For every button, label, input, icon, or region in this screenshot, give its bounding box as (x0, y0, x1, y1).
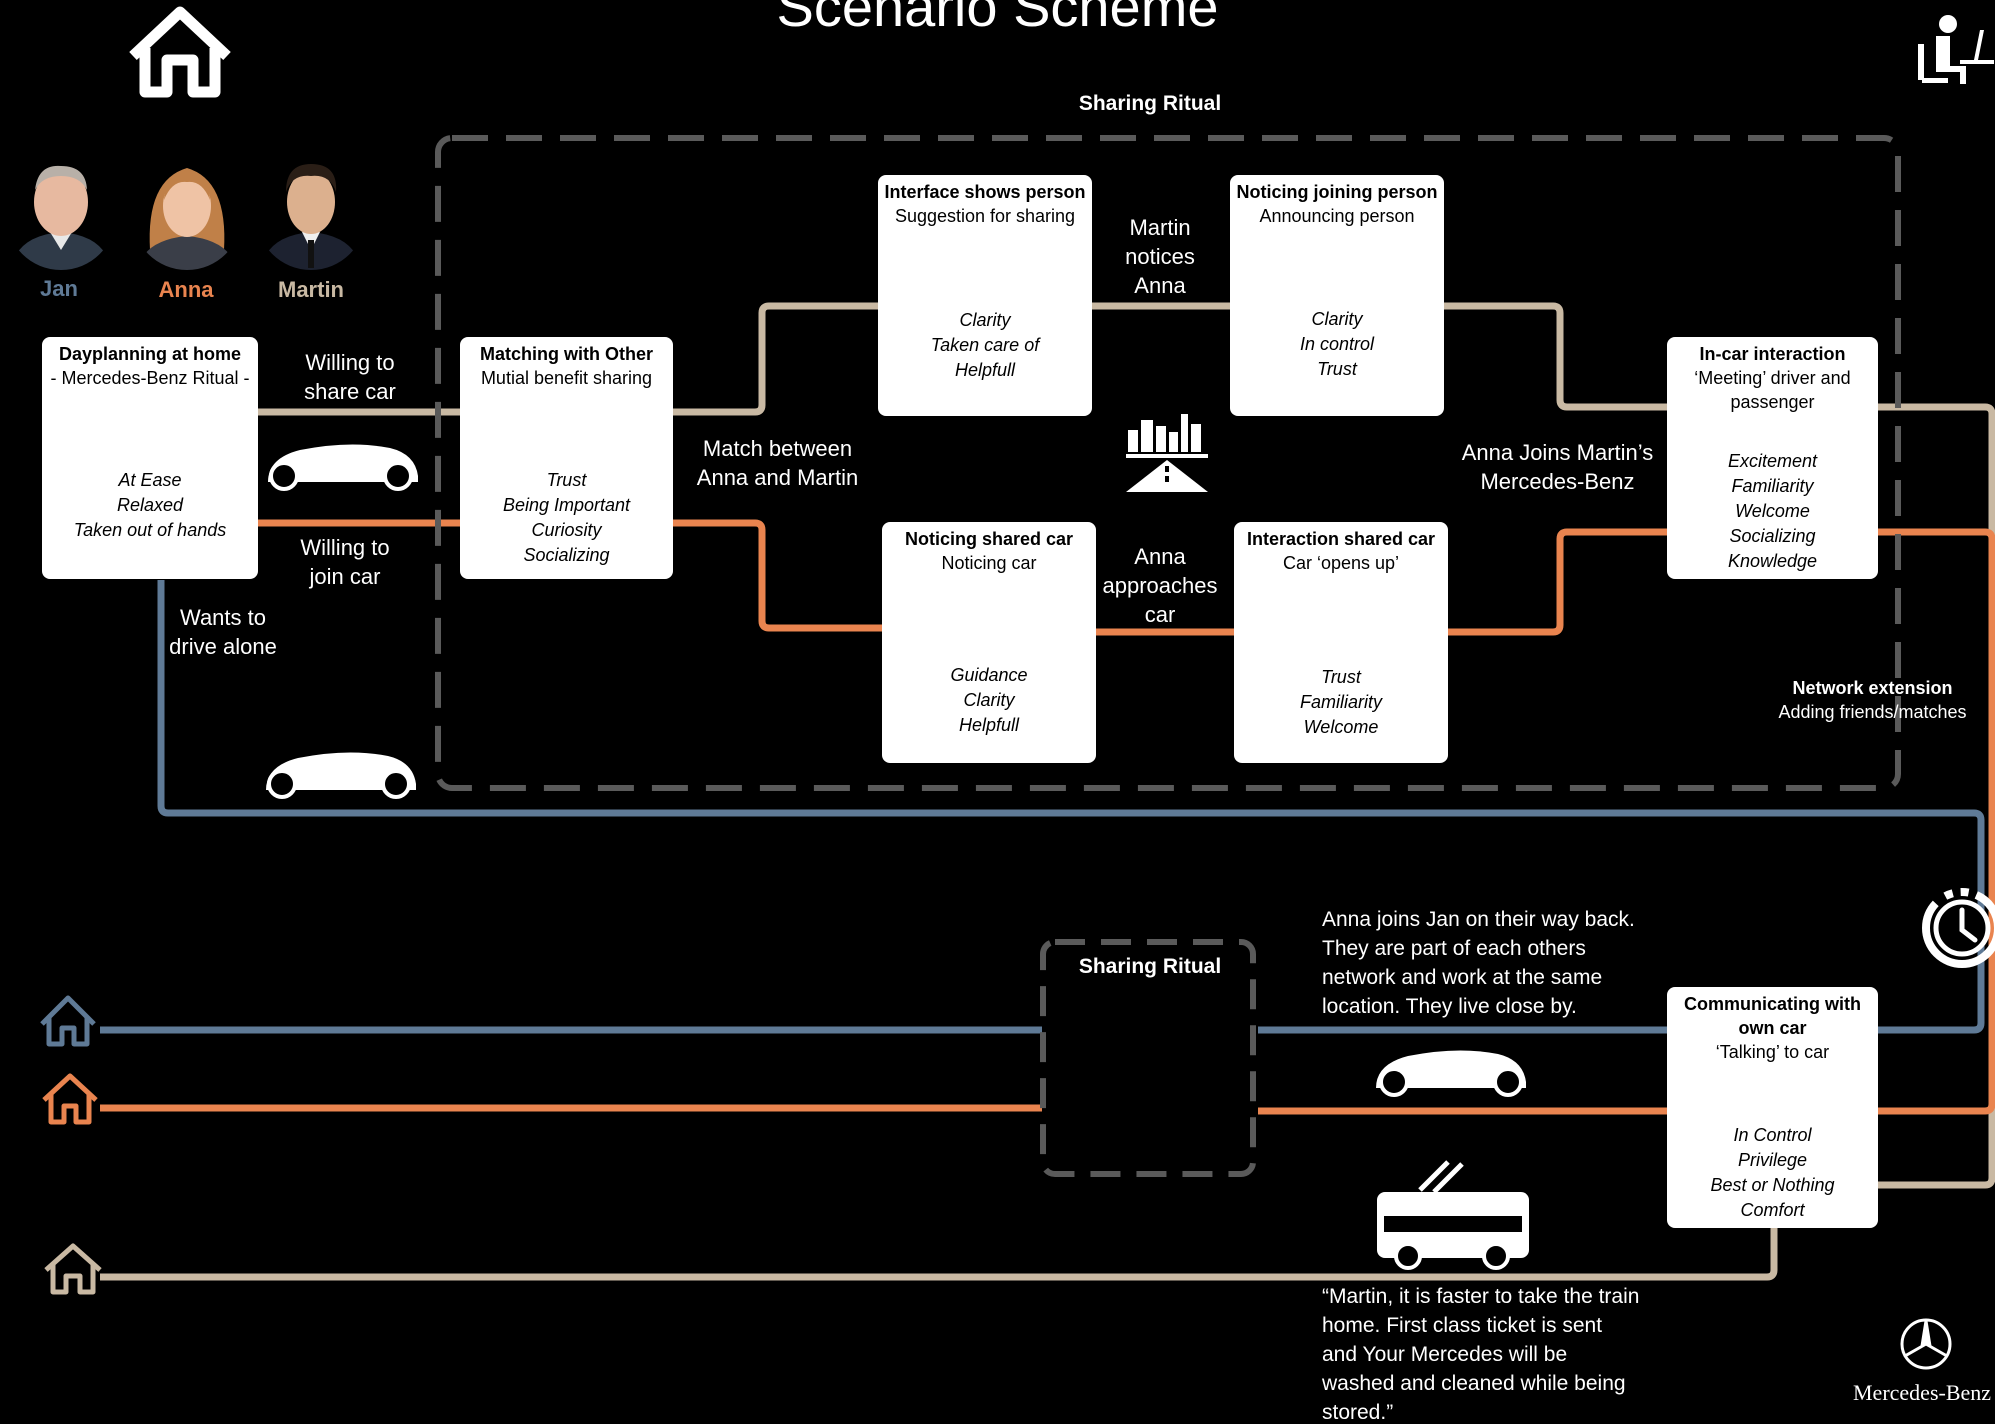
box-quality: Relaxed (116, 495, 184, 515)
label-match: Match between Anna and Martin (696, 436, 859, 490)
person-name-jan: Jan (40, 276, 78, 301)
office-worker-icon (1918, 15, 1994, 84)
box-title: Communicating with own car (1684, 994, 1861, 1038)
box-quality: Privilege (1737, 1150, 1808, 1170)
box-quality: Trust (1321, 667, 1361, 687)
note-train: “Martin, it is faster to take the train … (1322, 1285, 1640, 1424)
box-interaction-car: Interaction shared car Car ‘opens up’ Tr… (1234, 522, 1448, 763)
box-title: Dayplanning at home (58, 344, 242, 364)
jan-path (100, 580, 1985, 1034)
box-quality: Helpfull (958, 715, 1020, 735)
home-icon (44, 1243, 102, 1295)
box-quality: Clarity (1311, 309, 1363, 329)
network-extension-subtitle: Adding friends/matches (1778, 702, 1967, 722)
box-quality: Welcome (1735, 501, 1810, 521)
label-anna-approaches: Anna approaches car (1102, 544, 1218, 627)
box-quality: In control (1299, 334, 1375, 354)
sharing-ritual-title-bottom: Sharing Ritual (1078, 955, 1222, 978)
box-subtitle: Mutial benefit sharing (480, 368, 653, 388)
box-quality: Socializing (523, 545, 610, 565)
box-quality: Curiosity (531, 520, 602, 540)
box-subtitle: - Mercedes-Benz Ritual - (50, 368, 250, 388)
martin-path (100, 302, 1995, 1281)
home-icon (42, 1073, 98, 1125)
box-noticing-person: Noticing joining person Announcing perso… (1230, 175, 1444, 416)
city-road-icon (1126, 414, 1208, 492)
label-willing-join: Willing to join car (300, 535, 390, 589)
box-quality: Welcome (1303, 717, 1379, 737)
box-title: Interface shows person (884, 182, 1086, 202)
box-quality: Clarity (963, 690, 1015, 710)
box-quality: Trust (1317, 359, 1357, 379)
network-extension-title: Network extension (1792, 678, 1953, 698)
anna-path (100, 519, 1995, 1115)
car-icon (1376, 1050, 1526, 1097)
box-quality: Taken out of hands (73, 520, 227, 540)
box-subtitle: ‘Talking’ to car (1715, 1042, 1830, 1062)
box-title: Noticing shared car (904, 529, 1074, 549)
box-dayplanning: Dayplanning at home - Mercedes-Benz Ritu… (42, 337, 258, 579)
box-noticing-car: Noticing shared car Noticing car Guidanc… (882, 522, 1096, 763)
sharing-ritual-frame-bottom (1040, 939, 1256, 1177)
box-quality: Excitement (1727, 451, 1818, 471)
label-drive-alone: Wants to drive alone (169, 605, 277, 659)
note-way-back: Anna joins Jan on their way back. They a… (1322, 908, 1635, 1018)
home-icon (40, 995, 96, 1047)
tram-icon (1377, 1160, 1529, 1270)
box-incar: In-car interaction ‘Meeting’ driver and … (1667, 337, 1878, 579)
label-anna-joins: Anna Joins Martin’s Mercedes-Benz (1461, 440, 1654, 494)
box-quality: Being Important (502, 495, 631, 515)
brand-name: Mercedes-Benz (1853, 1380, 1992, 1405)
box-quality: Guidance (950, 665, 1028, 685)
box-quality: Trust (546, 470, 587, 490)
box-quality: Best or Nothing (1710, 1175, 1835, 1195)
box-subtitle: ‘Meeting’ driver and passenger (1694, 368, 1851, 412)
mercedes-star-icon (1900, 1318, 1952, 1370)
clock-icon (1922, 888, 1995, 968)
label-martin-notices: Martin notices Anna (1125, 215, 1195, 298)
car-icon (266, 752, 416, 799)
avatar-martin (256, 150, 366, 270)
box-quality: Socializing (1729, 526, 1816, 546)
person-name-anna: Anna (158, 277, 214, 302)
box-quality: In Control (1733, 1125, 1812, 1145)
box-communicating: Communicating with own car ‘Talking’ to … (1667, 987, 1878, 1228)
person-name-martin: Martin (278, 277, 344, 302)
box-title: Matching with Other (480, 344, 653, 364)
label-willing-share: Willing to share car (304, 350, 396, 404)
box-quality: Comfort (1740, 1200, 1805, 1220)
box-subtitle: Announcing person (1259, 206, 1415, 226)
sharing-ritual-frame (435, 135, 1901, 791)
box-quality: Familiarity (1299, 692, 1382, 712)
box-subtitle: Suggestion for sharing (894, 206, 1076, 226)
avatar-anna (132, 150, 242, 270)
box-title: Noticing joining person (1236, 182, 1438, 202)
page-title: Scenario Scheme (776, 0, 1219, 38)
box-quality: Knowledge (1727, 551, 1818, 571)
box-matching: Matching with Other Mutial benefit shari… (460, 337, 673, 579)
sharing-ritual-title: Sharing Ritual (1078, 92, 1222, 115)
car-icon (268, 444, 418, 491)
box-title: Interaction shared car (1246, 529, 1436, 549)
box-title: In-car interaction (1699, 344, 1846, 364)
box-quality: Taken care of (930, 335, 1040, 355)
box-quality: Clarity (959, 310, 1011, 330)
box-subtitle: Noticing car (941, 553, 1037, 573)
box-quality: Helpfull (954, 360, 1016, 380)
box-quality: Familiarity (1731, 476, 1814, 496)
home-icon (129, 6, 231, 98)
box-quality: At Ease (118, 470, 182, 490)
avatar-jan (6, 150, 116, 270)
box-subtitle: Car ‘opens up’ (1282, 553, 1400, 573)
box-interface: Interface shows person Suggestion for sh… (878, 175, 1092, 416)
